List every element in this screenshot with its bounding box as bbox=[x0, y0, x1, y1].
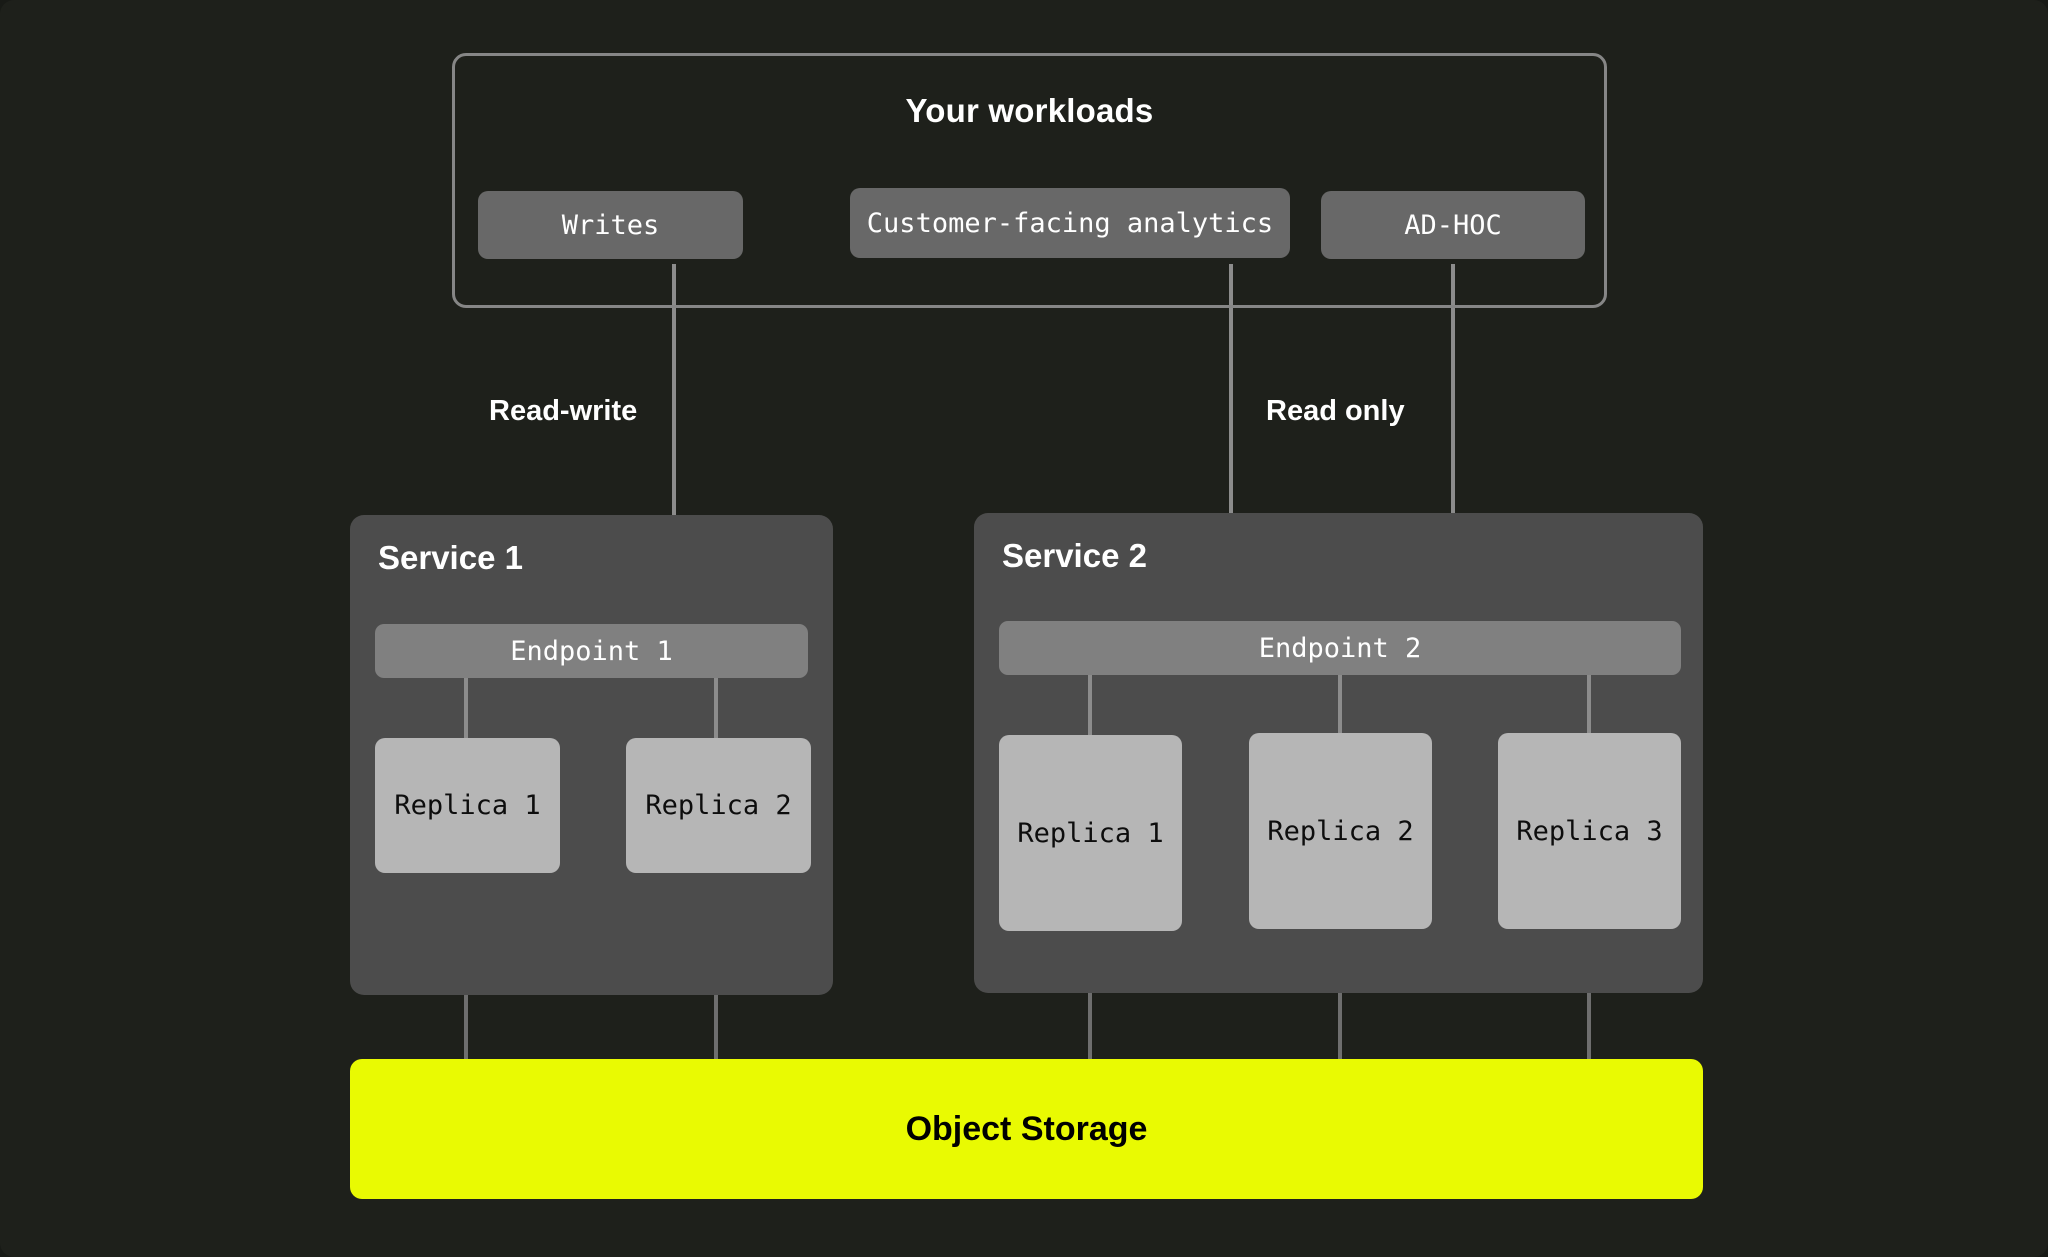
object-storage-bar[interactable]: Object Storage bbox=[350, 1059, 1703, 1199]
connector-endpoint2-to-replica3 bbox=[1587, 655, 1591, 775]
connector-writes-to-service1 bbox=[672, 264, 676, 582]
service-2-replica-1-label: Replica 1 bbox=[1017, 817, 1164, 849]
service-2-replica-2[interactable]: Replica 2 bbox=[1249, 733, 1432, 929]
workload-chip-writes[interactable]: Writes bbox=[478, 191, 743, 259]
service-2-replica-1[interactable]: Replica 1 bbox=[999, 735, 1182, 931]
connector-endpoint2-to-replica2 bbox=[1338, 655, 1342, 775]
workload-chip-customer-facing-analytics[interactable]: Customer-facing analytics bbox=[850, 188, 1290, 258]
service-2-endpoint[interactable]: Endpoint 2 bbox=[999, 621, 1681, 675]
service-2-replica-3-label: Replica 3 bbox=[1516, 815, 1663, 847]
service-1-replica-2[interactable]: Replica 2 bbox=[626, 738, 811, 873]
workload-chip-writes-label: Writes bbox=[561, 209, 660, 241]
connector-endpoint1-to-replica2 bbox=[714, 660, 718, 780]
service-1-endpoint[interactable]: Endpoint 1 bbox=[375, 624, 808, 678]
service-2-endpoint-label: Endpoint 2 bbox=[1258, 632, 1422, 664]
service-1-replica-2-label: Replica 2 bbox=[645, 790, 792, 821]
service-1-replica-1[interactable]: Replica 1 bbox=[375, 738, 560, 873]
service-1-title: Service 1 bbox=[378, 539, 523, 576]
workload-chip-customer-facing-analytics-label: Customer-facing analytics bbox=[866, 207, 1274, 239]
connector-endpoint1-to-replica1 bbox=[464, 660, 468, 780]
service-1-replica-1-label: Replica 1 bbox=[394, 790, 541, 821]
service-2-title: Service 2 bbox=[1002, 537, 1147, 574]
service-2-replica-3[interactable]: Replica 3 bbox=[1498, 733, 1681, 929]
connector-analytics-to-service2 bbox=[1229, 264, 1233, 582]
edge-label-read-write: Read-write bbox=[489, 395, 638, 427]
workloads-group: Your workloads bbox=[452, 53, 1607, 308]
object-storage-label: Object Storage bbox=[905, 1109, 1148, 1148]
workload-chip-ad-hoc[interactable]: AD-HOC bbox=[1321, 191, 1585, 259]
edge-label-read-only: Read only bbox=[1266, 395, 1405, 427]
connector-endpoint2-to-replica1 bbox=[1088, 655, 1092, 775]
service-1-endpoint-label: Endpoint 1 bbox=[510, 635, 673, 667]
service-2-replica-2-label: Replica 2 bbox=[1267, 815, 1414, 847]
workload-chip-ad-hoc-label: AD-HOC bbox=[1404, 209, 1502, 241]
connector-adhoc-to-service2 bbox=[1451, 264, 1455, 582]
workloads-title: Your workloads bbox=[905, 92, 1154, 129]
